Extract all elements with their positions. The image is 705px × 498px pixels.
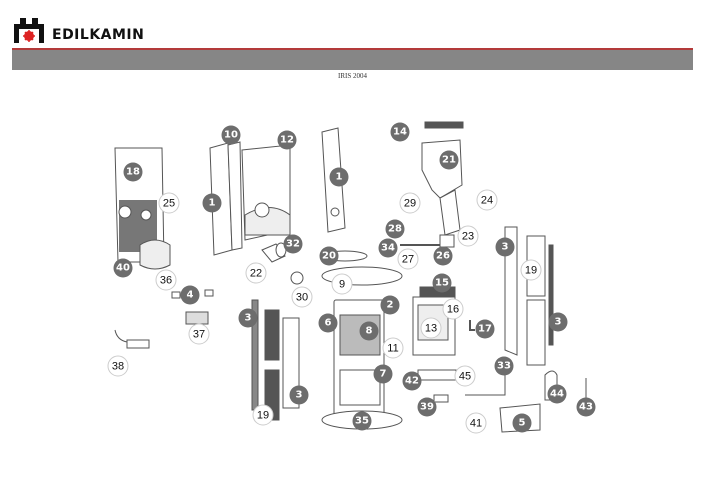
part-callout-42: 42 <box>402 371 422 391</box>
part-rear-grille-panel <box>114 147 171 270</box>
part-callout-14: 14 <box>390 122 410 142</box>
part-callout-41: 41 <box>465 412 487 434</box>
part-callout-26: 26 <box>433 246 453 266</box>
part-callout-16: 16 <box>442 298 464 320</box>
part-callout-18: 18 <box>123 162 143 182</box>
part-callout-5: 5 <box>512 413 532 433</box>
part-callout-36: 36 <box>155 269 177 291</box>
part-callout-23: 23 <box>457 225 479 247</box>
part-callout-9: 9 <box>331 273 353 295</box>
part-callout-6: 6 <box>318 313 338 333</box>
part-callout-3: 3 <box>289 385 309 405</box>
part-callout-8: 8 <box>359 321 379 341</box>
header-red-line <box>12 48 693 50</box>
part-callout-11: 11 <box>382 337 404 359</box>
part-callout-3: 3 <box>238 308 258 328</box>
part-callout-15: 15 <box>432 273 452 293</box>
part-callout-24: 24 <box>476 189 498 211</box>
part-callout-3: 3 <box>495 237 515 257</box>
part-callout-1: 1 <box>202 193 222 213</box>
part-callout-34: 34 <box>378 238 398 258</box>
part-tube <box>261 242 287 263</box>
part-callout-19: 19 <box>252 404 274 426</box>
part-callout-1: 1 <box>329 167 349 187</box>
part-callout-19: 19 <box>520 259 542 281</box>
part-callout-4: 4 <box>180 285 200 305</box>
model-title: IRIS 2004 <box>338 72 367 80</box>
part-callout-12: 12 <box>277 130 297 150</box>
part-callout-32: 32 <box>283 234 303 254</box>
part-side-panel-left <box>209 141 243 256</box>
part-callout-27: 27 <box>397 248 419 270</box>
part-callout-25: 25 <box>158 192 180 214</box>
part-callout-37: 37 <box>188 323 210 345</box>
part-callout-17: 17 <box>475 319 495 339</box>
part-callout-2: 2 <box>380 295 400 315</box>
part-callout-29: 29 <box>399 192 421 214</box>
part-callout-7: 7 <box>373 364 393 384</box>
chimney-logo-icon <box>14 18 44 43</box>
part-callout-30: 30 <box>291 286 313 308</box>
part-callout-10: 10 <box>221 125 241 145</box>
part-callout-33: 33 <box>494 356 514 376</box>
part-callout-20: 20 <box>319 246 339 266</box>
part-callout-39: 39 <box>417 397 437 417</box>
header-band <box>12 50 693 70</box>
part-callout-3: 3 <box>548 312 568 332</box>
brand-name: EDILKAMIN <box>52 27 145 43</box>
part-callout-40: 40 <box>113 258 133 278</box>
part-callout-38: 38 <box>107 355 129 377</box>
part-callout-13: 13 <box>420 317 442 339</box>
part-callout-44: 44 <box>547 384 567 404</box>
part-hopper <box>421 121 464 236</box>
part-back-panel <box>241 144 291 241</box>
part-callout-22: 22 <box>245 262 267 284</box>
part-callout-35: 35 <box>352 411 372 431</box>
part-callout-28: 28 <box>385 219 405 239</box>
part-callout-45: 45 <box>454 365 476 387</box>
edilkamin-logo: EDILKAMIN <box>12 16 144 44</box>
part-callout-21: 21 <box>439 150 459 170</box>
part-callout-43: 43 <box>576 397 596 417</box>
